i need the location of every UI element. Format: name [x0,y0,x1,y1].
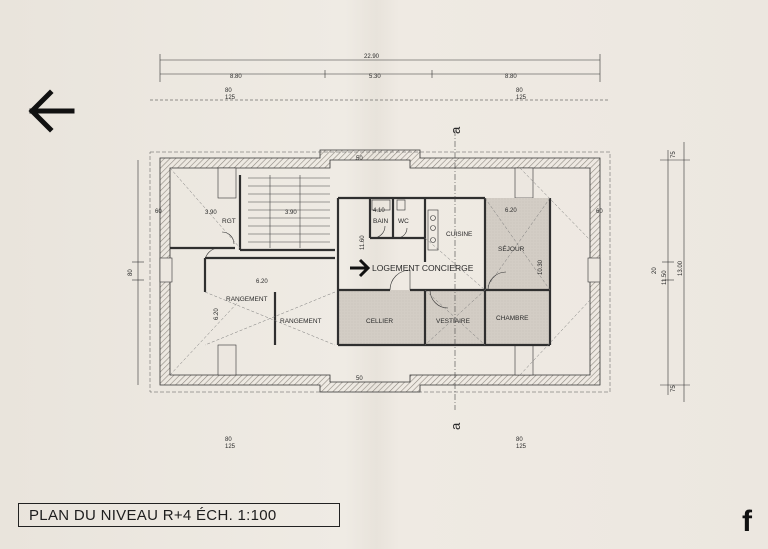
kitchen-fixtures [371,199,439,251]
dim-bottom-right-80: 80 [516,437,523,443]
dim-right-height-2: 13.00 [678,260,684,276]
dim-sejour-height: 10.30 [538,259,544,275]
dim-rangement-height: 6.20 [214,308,220,320]
dim-right-75-top: 75 [671,151,677,158]
room-label-wc: WC [398,218,409,225]
door-swings [204,225,507,309]
dim-right-height-1: 11.50 [662,270,668,285]
room-label-sejour: SÉJOUR [498,244,525,253]
dim-center-width: 5.30 [369,74,381,80]
dim-total-width: 22.90 [364,54,380,60]
room-label-bain: BAIN [373,218,388,225]
room-label-cellier: CELLIER [366,318,393,325]
room-label-logement: LOGEMENT CONCIERGE [372,263,474,273]
plan-title: PLAN DU NIVEAU R+4 ÉCH. 1:100 [29,507,277,524]
arrow-left-icon [28,89,75,133]
interior-walls [170,175,552,347]
title-block: PLAN DU NIVEAU R+4 ÉCH. 1:100 [18,503,340,527]
dim-stair-width: 3.90 [285,210,297,216]
dim-right-75-bottom: 75 [671,385,677,392]
section-marker-bottom: a [448,422,463,430]
room-label-rangement-left: RANGEMENT [226,296,268,303]
dim-bottom-50: 50 [356,376,363,382]
dim-left-width: 8.80 [230,74,242,80]
room-label-rgt: RGT [222,218,236,225]
room-label-vestiaire: VESTIAIRE [436,318,471,325]
sheet-letter: f [742,505,752,538]
room-label-rangement-mid: RANGEMENT [280,318,322,325]
section-marker-top: a [448,126,463,134]
dim-left-60: 60 [155,209,162,215]
dim-left-80: 80 [128,269,134,276]
dim-bain-width: 4.10 [373,208,385,214]
room-label-cuisine: CUISINE [446,231,473,238]
left-dimension-lines [132,160,144,385]
dim-right-20: 20 [652,267,658,274]
dim-bottom-left-80: 80 [225,437,232,443]
dim-hall-height: 6.20 [256,279,268,285]
stair-treads [248,175,330,248]
dim-bottom-right-125: 125 [516,444,527,450]
dim-bottom-left-125: 125 [225,444,236,450]
dim-top-right-125: 125 [516,95,527,101]
top-dimension-lines [150,54,610,101]
dim-top-left-125: 125 [225,95,236,101]
dim-rgt-width: 3.90 [205,210,217,216]
construction-lines [169,167,591,376]
room-label-chambre: CHAMBRE [496,315,529,322]
exterior-walls [149,149,611,393]
window-openings [159,167,601,376]
apartment-shaded-area [338,198,550,345]
dim-sejour-width: 6.20 [505,208,517,214]
dim-cuisine-height: 11.60 [360,235,366,250]
dim-top-left-80: 80 [225,88,232,94]
dim-right-60: 60 [596,209,603,215]
right-dimension-lines [660,142,690,402]
dim-top-right-80: 80 [516,88,523,94]
dim-right-width: 8.80 [505,74,517,80]
dim-top-50: 50 [356,156,363,162]
arrow-right-icon [350,258,371,278]
